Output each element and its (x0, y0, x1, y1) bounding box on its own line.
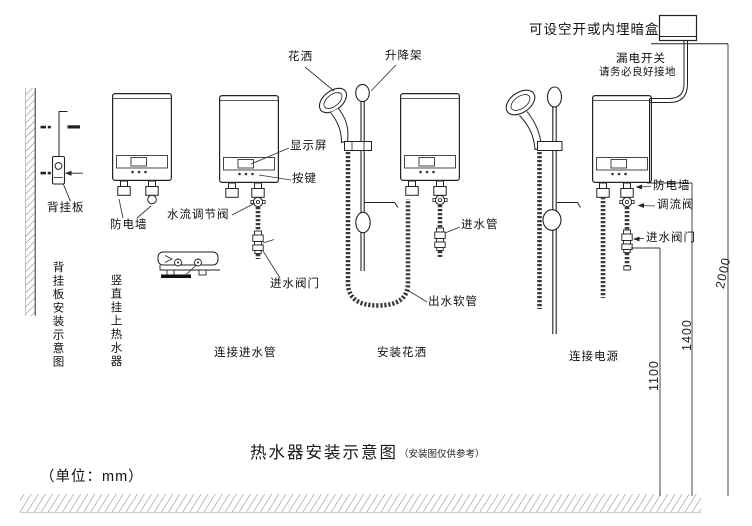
heater-figure-3 (304, 64, 461, 303)
junction-box-label: 可设空开或内埋暗盒 (529, 22, 660, 37)
dimension-1400: 1400 (680, 319, 694, 351)
dimension-lines (631, 43, 729, 496)
anti-electric-wall-label: 防电墙 (110, 219, 148, 231)
step5-caption: 连接电源 (569, 351, 619, 363)
water-flow-adjust-valve-label: 水流调节阀 (167, 209, 230, 221)
outlet-hose-label: 出水软管 (428, 296, 478, 308)
step2-caption: 竖直挂上热水器 (109, 274, 122, 369)
inlet-valve-label: 进水阀门 (270, 278, 320, 290)
heater-figure-4 (591, 94, 656, 298)
heater-figure-1 (111, 92, 172, 219)
back-plate-figure (40, 111, 83, 202)
dimension-1100: 1100 (647, 360, 661, 391)
step4-caption: 安装花洒 (377, 347, 427, 359)
flow-valve-label: 调流阀 (657, 199, 695, 211)
inlet-pipe-label: 进水管 (461, 219, 499, 231)
grounding-note: 请务必良好接地 (599, 66, 676, 78)
ground-hatch (20, 494, 701, 513)
outlet-hose-figure (345, 152, 411, 308)
shower-rail-figure-1 (318, 83, 399, 271)
back-plate-label: 背挂板 (47, 202, 85, 214)
electrical-figure (649, 14, 728, 183)
inlet-valve-label-2: 进水阀门 (646, 232, 696, 244)
display-screen-label: 显示屏 (290, 140, 328, 152)
unit-note: （单位：mm） (40, 469, 144, 485)
left-wall-hatch (25, 88, 36, 316)
heater-figure-2 (219, 94, 292, 279)
step1-caption: 背挂板安装示意图 (51, 261, 64, 369)
diagram-title-note: （安装图仅供参考） (399, 449, 485, 460)
diagram-title: 热水器安装示意图 (250, 444, 398, 462)
shower-rail-figure-2 (505, 86, 581, 334)
step3-caption: 连接进水管 (214, 347, 277, 359)
lift-bracket-label: 升降架 (385, 50, 423, 62)
breaker-label: 漏电开关 (616, 53, 666, 65)
anti-electric-wall-label-2: 防电墙 (653, 180, 691, 192)
bracket-side-view-figure (157, 251, 220, 278)
shower-head-label: 花洒 (288, 51, 313, 63)
buttons-label: 按键 (292, 173, 317, 185)
